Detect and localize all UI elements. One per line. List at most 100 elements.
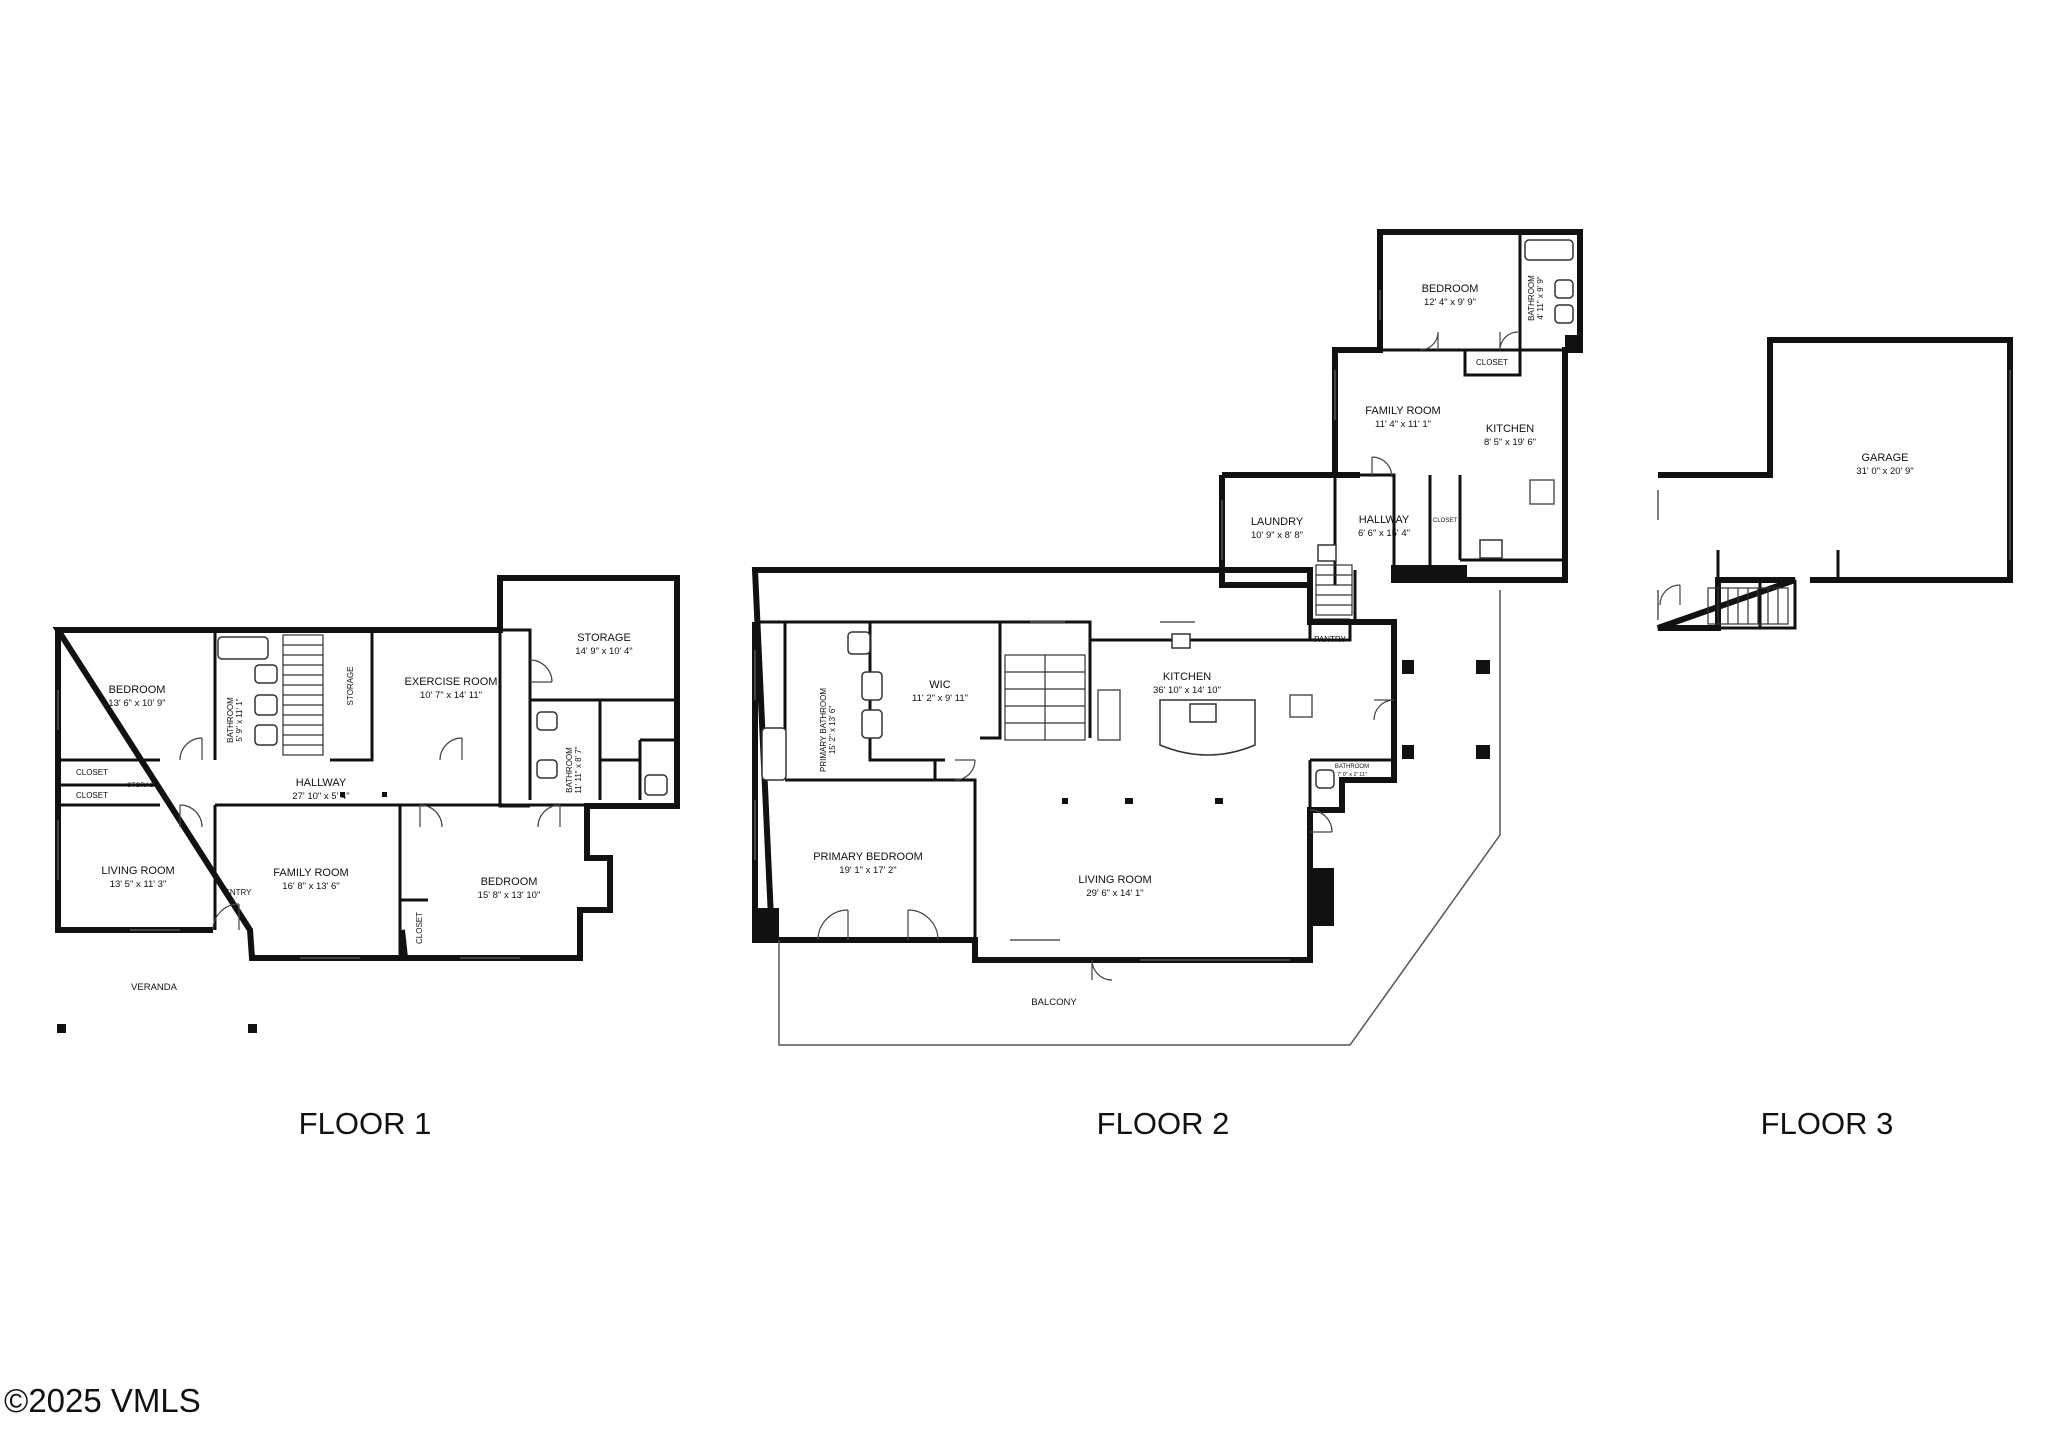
hallway-marker <box>382 792 387 797</box>
wall <box>755 620 1092 740</box>
wall <box>1380 232 1565 377</box>
room-dims: 16' 8" x 13' 6" <box>282 881 339 892</box>
wall <box>1333 473 1565 585</box>
room-name: HALLWAY <box>296 777 347 789</box>
appliance <box>1289 694 1313 718</box>
hallway-marker <box>340 792 345 797</box>
labels: BEDROOM 13' 6" x 10' 9" BATHROOM 5' 9" x… <box>4 275 1914 1419</box>
floor-2-outer-wall <box>751 567 1397 963</box>
post <box>1476 745 1490 759</box>
room-dims: 6' 6" x 15' 4" <box>1358 528 1410 539</box>
room-name: STORAGE <box>127 782 159 789</box>
door <box>1659 584 1681 606</box>
post <box>1476 660 1490 674</box>
sink-fixture <box>861 671 883 701</box>
door <box>179 804 203 828</box>
room-name: PRIMARY BATHROOM <box>819 688 828 772</box>
wall <box>1308 585 1352 642</box>
room-name: BALCONY <box>1031 997 1077 1008</box>
door <box>1091 959 1113 981</box>
wall <box>1090 622 1396 810</box>
door <box>537 804 561 828</box>
room-name: CLOSET <box>1476 358 1508 367</box>
wall <box>783 622 977 940</box>
kitchen-island <box>1159 699 1256 756</box>
floor-1-label: FLOOR 1 <box>299 1106 432 1141</box>
washer <box>1317 544 1337 562</box>
floor-3-stairs <box>1707 587 1789 625</box>
sink-fixture <box>536 711 558 731</box>
room-dims: 12' 4" x 9' 9" <box>1424 297 1476 308</box>
door <box>179 737 203 761</box>
floor-2-stairs <box>1004 564 1353 741</box>
wall-block <box>755 908 779 940</box>
door <box>419 804 443 828</box>
wall <box>215 628 374 762</box>
room-dims: 15' 8" x 13' 10" <box>478 890 541 901</box>
room-name: CLOSET <box>76 768 108 777</box>
room-dims: 11' 2" x 9' 11" <box>912 693 968 704</box>
room-dims: 31' 0" x 20' 9" <box>1856 466 1913 477</box>
door <box>1309 809 1333 833</box>
room-name: WIC <box>929 679 950 691</box>
room-name: STORAGE <box>577 632 631 644</box>
appliance <box>1097 689 1121 741</box>
bathtub-fixture <box>1524 239 1574 261</box>
room-dims: 13' 6" x 10' 9" <box>108 698 165 709</box>
wall <box>1310 570 1357 624</box>
sink-fixture <box>254 694 278 716</box>
wall-block <box>1394 565 1467 583</box>
room-name: FAMILY ROOM <box>1365 405 1440 417</box>
room-dims: 11' 4" x 11' 1" <box>1375 419 1431 430</box>
room-name: ENTRY <box>225 888 253 897</box>
room-name: BATHROOM <box>226 697 235 743</box>
floor-3-outer-wall <box>1657 337 2013 631</box>
room-dims: 14' 9" x 10' 4" <box>575 646 632 657</box>
room-dims: 10' 9" x 8' 8" <box>1251 530 1303 541</box>
post <box>1402 660 1414 674</box>
room-name: PRIMARY BEDROOM <box>813 851 923 863</box>
post <box>1402 745 1414 759</box>
window <box>57 690 520 959</box>
room-dims: 11' 11" x 8' 7" <box>574 746 583 793</box>
column <box>1215 798 1223 804</box>
room-name: GARAGE <box>1861 452 1908 464</box>
copyright-text: ©2025 VMLS <box>4 1382 201 1419</box>
window <box>754 290 1381 961</box>
wall <box>868 622 945 780</box>
wall <box>1718 578 1797 630</box>
sink-fixture <box>1171 633 1191 649</box>
wall <box>498 578 530 808</box>
wall <box>1716 550 1840 582</box>
sink-fixture <box>1554 304 1574 324</box>
door <box>529 659 553 683</box>
room-dims: 8' 5" x 19' 6" <box>1484 437 1536 448</box>
room-name: EXERCISE ROOM <box>405 676 498 688</box>
room-dims: 13' 5" x 11' 3" <box>110 879 167 890</box>
room-name: LIVING ROOM <box>1078 874 1151 886</box>
appliance <box>1529 479 1555 505</box>
room-name: BEDROOM <box>1422 283 1479 295</box>
room-name: PANTRY <box>1314 635 1346 644</box>
room-name: BEDROOM <box>481 876 538 888</box>
room-dims: 4' 11" x 9' 9" <box>1536 276 1545 319</box>
room-dims: 27' 10" x 5' 4" <box>292 791 349 802</box>
fireplace <box>1310 868 1334 926</box>
room-name: BATHROOM <box>1335 764 1369 770</box>
room-name: HALLWAY <box>1359 514 1410 526</box>
door <box>212 903 240 931</box>
door <box>1419 331 1439 351</box>
veranda-post <box>248 1024 257 1033</box>
door <box>439 737 463 761</box>
door <box>907 909 939 941</box>
window <box>1657 370 2011 620</box>
toilet-fixture <box>254 664 278 684</box>
toilet-fixture <box>1554 279 1574 299</box>
floor-3-plan <box>1657 337 2013 631</box>
wall <box>58 803 217 930</box>
room-dims: 36' 10" x 14' 10" <box>1153 685 1221 696</box>
room-name: BATHROOM <box>565 747 574 793</box>
floor-1-plan <box>52 575 680 1033</box>
room-name: CLOSET <box>76 791 108 800</box>
